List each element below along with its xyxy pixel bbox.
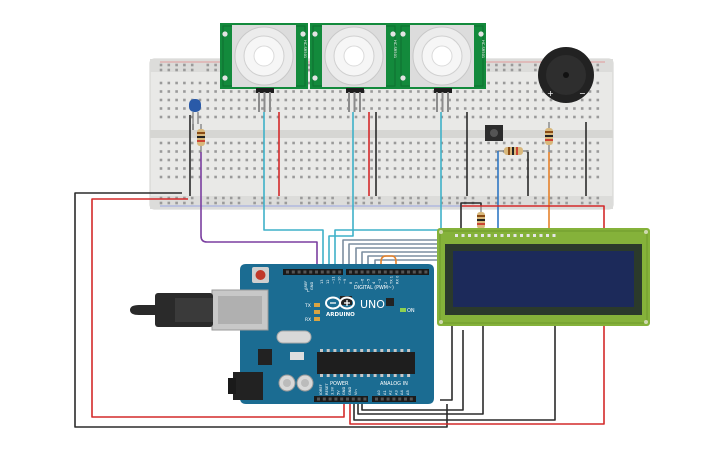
aref-label: AREF [304,281,308,290]
crystal [276,330,312,344]
pin-label: Vin [354,389,358,395]
on-label: ON [407,308,415,314]
blue-led [189,99,201,124]
pir-sensors: HC-SR501 HC-SR501 HC-SR501 [220,23,486,112]
pir-sensor-1: HC-SR501 [220,23,308,112]
pin-label: 13 [320,279,324,284]
pir-1-label: HC-SR501 [303,40,307,58]
pin-label: GND [348,387,352,395]
lcd-16x2 [437,228,650,326]
pin-label: 12 [326,279,330,284]
pin-label: ~5 [366,279,370,284]
wire-5v-main [91,198,345,418]
pin-label: 8 [349,281,353,284]
pin-label: 7 [355,282,359,284]
pin-label: 5V [336,390,340,395]
pin-label: 2 [384,282,388,284]
l-label: L [307,288,310,294]
pin-label: ~10 [337,276,341,284]
pin-label: 3.3V [331,386,335,395]
wire-pir3-signal [334,112,442,270]
pin-label: A1 [383,390,387,395]
tx-label: TX [304,303,311,309]
resistor-led [197,124,205,152]
dc-power-jack [233,372,263,400]
wire-pir1-signal [263,112,324,270]
usb-cable [130,305,155,315]
wire-lcd-res [460,202,482,236]
pin-label: 4 [372,281,376,284]
buzzer-plus-label: + [547,89,554,98]
pin-label: GND [342,387,346,395]
piezo-buzzer: + − [538,47,594,103]
brand-label: ARDUINO [326,312,355,318]
pin-label: ~6 [361,278,365,284]
pin-label: IOREF [319,384,323,395]
pin-label: ~9 [343,278,347,284]
pin-label: ~3 [378,279,382,284]
digital-header-a [283,269,343,275]
wire-lcd-gnd-2 [357,326,484,415]
pin-label: RESET [325,383,329,395]
pir-3-label: HC-SR501 [481,40,485,58]
pushbutton [485,125,503,141]
model-label: UNO [360,298,385,311]
pin-label: TX 1 [390,276,394,285]
chip-legs [320,349,411,377]
pin-label: RX 0 [395,275,399,284]
wire-lcd-5v [349,205,605,425]
wire-led-signal [200,152,318,270]
pin-label: A2 [389,390,393,395]
rx-label: RX [305,317,311,323]
pin-label: A5 [406,390,410,395]
pir-sensor-2: HC-SR501 [310,23,398,112]
pir-sensor-3: HC-SR501 [398,23,486,112]
pir-2-label: HC-SR501 [393,40,397,58]
digital-header-b [346,269,429,275]
wires [74,112,605,428]
voltage-regulator [258,349,272,365]
pin-label: A4 [400,390,404,395]
wire-lcd-gnd-1 [353,326,556,421]
buzzer-minus-label: − [579,89,586,98]
wire-pir2-signal [328,112,354,270]
wire-buzzer-signal [380,255,397,270]
pin-label: A3 [394,390,398,395]
atmega-chip [317,352,415,374]
lcd-pin-header [455,234,556,237]
analog-label: ANALOG IN [380,381,408,387]
gnd-label: GND [310,282,314,290]
arduino-logo [325,296,355,310]
power-label: POWER [330,381,349,387]
digital-label: DIGITAL (PWM~) [354,285,394,291]
wire-lcd-gnd-3 [361,330,464,411]
resistor-buzzer [545,122,553,152]
resistor-button [498,147,528,155]
pin-label: ~11 [332,276,336,284]
pin-label: A0 [377,390,381,395]
